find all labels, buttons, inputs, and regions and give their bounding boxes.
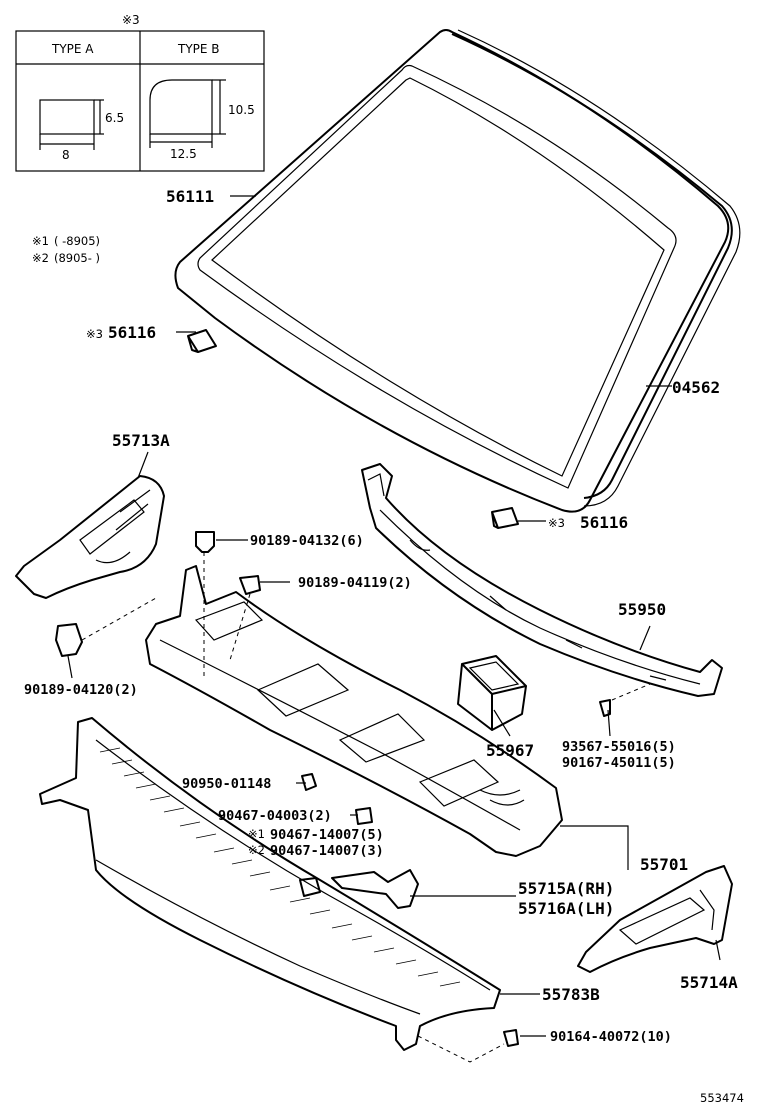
label-clip-c: 90189-04120(2) [24, 682, 138, 698]
label-clip-b: 90189-04119(2) [298, 575, 412, 591]
note-1-marker: ※1 [32, 234, 49, 248]
label-spacer-right: 56116 [580, 513, 628, 532]
cowl-top-panel-shape [361, 463, 723, 697]
label-clip-f-marker: ※2 [248, 843, 265, 857]
type-a-height: 6.5 [105, 111, 124, 125]
type-a-label: TYPE A [51, 42, 94, 56]
label-bolt: 90950-01148 [182, 776, 271, 792]
label-molding: 04562 [672, 378, 720, 397]
bracket-shape [331, 869, 419, 909]
windshield-glass [174, 29, 730, 513]
label-cowl-side-left: 55713A [112, 431, 170, 450]
clip-a-shape [195, 531, 215, 553]
type-a-shape [39, 99, 95, 135]
label-bracket-rh: 55715A(RH) [518, 879, 614, 898]
type-b-label: TYPE B [177, 42, 220, 56]
label-cowl-side-right: 55714A [680, 973, 738, 992]
label-cowl-top-panel: 55950 [618, 600, 666, 619]
note-1-text: ( -8905) [54, 234, 100, 248]
clip-e-shape [299, 877, 321, 897]
cowl-panel-shape [145, 565, 563, 857]
label-clip-g: 90164-40072(10) [550, 1029, 672, 1045]
label-clip-d: 90467-04003(2) [218, 808, 332, 824]
screw-shape [599, 699, 611, 717]
label-duct: 55967 [486, 741, 534, 760]
windshield-molding [451, 33, 733, 499]
type-table: ※3 TYPE A TYPE B 6.5 8 10.5 12.5 [15, 13, 265, 172]
spacer-right-shape [491, 507, 519, 529]
spacer-left-shape [187, 329, 217, 353]
label-cowl-louver: 55783B [542, 985, 600, 1004]
label-windshield: 56111 [166, 187, 214, 206]
label-spacer-left-marker: ※3 [86, 327, 103, 341]
clip-g-shape [503, 1029, 519, 1047]
clip-c-shape [55, 623, 83, 657]
label-clip-e-marker: ※1 [248, 827, 265, 841]
note-2-text: (8905- ) [54, 251, 100, 265]
note-2-marker: ※2 [32, 251, 49, 265]
label-screw-b: 90167-45011(5) [562, 755, 676, 771]
label-spacer-right-marker: ※3 [548, 516, 565, 530]
label-bracket-lh: 55716A(LH) [518, 899, 614, 918]
label-clip-e: 90467-14007(5) [270, 827, 384, 843]
label-screw-a: 93567-55016(5) [562, 739, 676, 755]
cowl-side-right-shape [577, 865, 733, 973]
clip-b-shape [239, 575, 261, 595]
type-b-shape [149, 79, 213, 135]
clip-d-shape [355, 807, 373, 825]
label-spacer-left: 56116 [108, 323, 156, 342]
bolt-shape [301, 773, 317, 791]
type-b-height: 10.5 [228, 103, 255, 117]
type-table-marker: ※3 [122, 13, 140, 27]
label-clip-f: 90467-14007(3) [270, 843, 384, 859]
label-clip-a: 90189-04132(6) [250, 533, 364, 549]
type-b-width: 12.5 [170, 147, 197, 161]
cowl-side-left-shape [15, 475, 165, 599]
figure-id: 553474 [700, 1091, 744, 1105]
label-cowl-panel: 55701 [640, 855, 688, 874]
cowl-louver-shape [39, 717, 501, 1051]
type-a-width: 8 [62, 148, 70, 162]
duct-shape [457, 655, 527, 731]
